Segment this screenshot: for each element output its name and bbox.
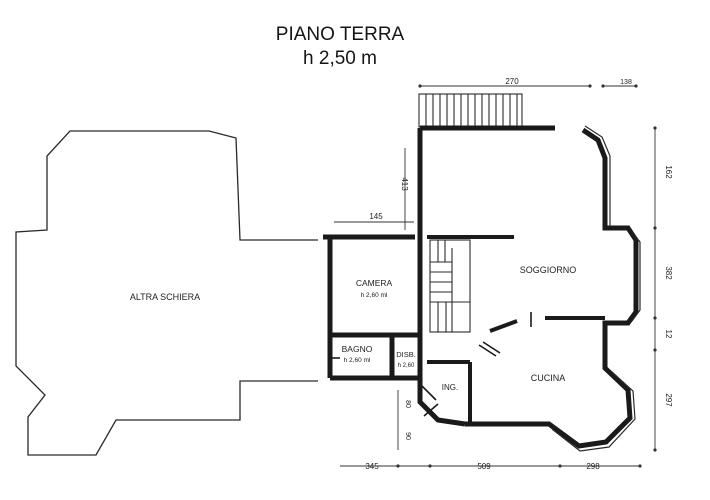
room-label-neighbour: ALTRA SCHIERA (130, 292, 200, 302)
room-label-entrance: ING. (442, 383, 458, 392)
room-label-hallway: DISB. (396, 350, 416, 359)
dim-bottom-right: 298 (586, 462, 600, 471)
bay-window-lines (551, 125, 641, 452)
dim-entry-2: 90 (404, 432, 411, 440)
dimension-ticks (396, 84, 657, 468)
room-label-living: SOGGIORNO (520, 265, 577, 275)
neighbour-unit-outline (15, 130, 318, 456)
dim-bottom-mid: 509 (477, 462, 491, 471)
external-stair (418, 93, 523, 128)
dim-left-step-height: 413 (400, 177, 409, 191)
room-label-bedroom: CAMERA (356, 278, 393, 288)
dim-right-3: 12 (664, 330, 673, 339)
dim-top-right: 138 (620, 79, 632, 86)
dim-bottom-left: 345 (365, 462, 379, 471)
exterior-walls (323, 125, 639, 449)
room-height-bedroom: h 2,60 ml (361, 292, 388, 299)
room-height-bathroom: h 2,60 ml (344, 357, 371, 364)
plan-subtitle: h 2,50 m (303, 48, 377, 69)
plan-title: PIANO TERRA (275, 24, 405, 45)
room-label-kitchen: CUCINA (531, 373, 566, 383)
door-marks (330, 312, 532, 417)
internal-stair (429, 239, 471, 333)
dim-entry-1: 80 (404, 400, 411, 408)
room-height-hallway: h 2,60 (398, 363, 415, 369)
dim-right-2: 382 (664, 266, 673, 280)
dim-left-step-width: 145 (369, 212, 383, 221)
interior-walls (427, 235, 605, 424)
dim-right-4: 297 (664, 393, 673, 407)
dim-right-1: 162 (664, 165, 673, 179)
dim-top-width: 270 (505, 77, 519, 86)
room-label-bathroom: BAGNO (342, 344, 373, 354)
dimension-lines (334, 85, 656, 467)
